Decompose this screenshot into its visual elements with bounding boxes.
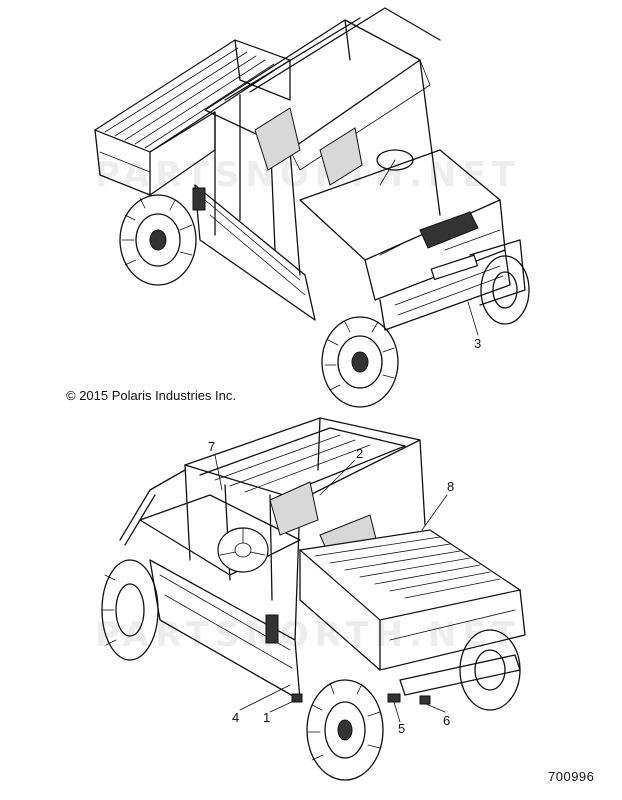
- callout-4: 4: [232, 710, 240, 725]
- diagram-part-number: 700996: [548, 769, 595, 784]
- callout-8: 8: [447, 479, 455, 494]
- watermark-bottom: PARTSNORTH.NET: [95, 615, 521, 655]
- callout-1: 1: [263, 710, 271, 725]
- watermark-top: PARTSNORTH.NET: [95, 155, 521, 195]
- callout-5: 5: [398, 721, 406, 736]
- copyright-text: © 2015 Polaris Industries Inc.: [66, 388, 236, 403]
- callout-3: 3: [474, 336, 482, 351]
- callout-6: 6: [443, 713, 451, 728]
- callout-2: 2: [356, 446, 364, 461]
- callout-7: 7: [208, 439, 216, 454]
